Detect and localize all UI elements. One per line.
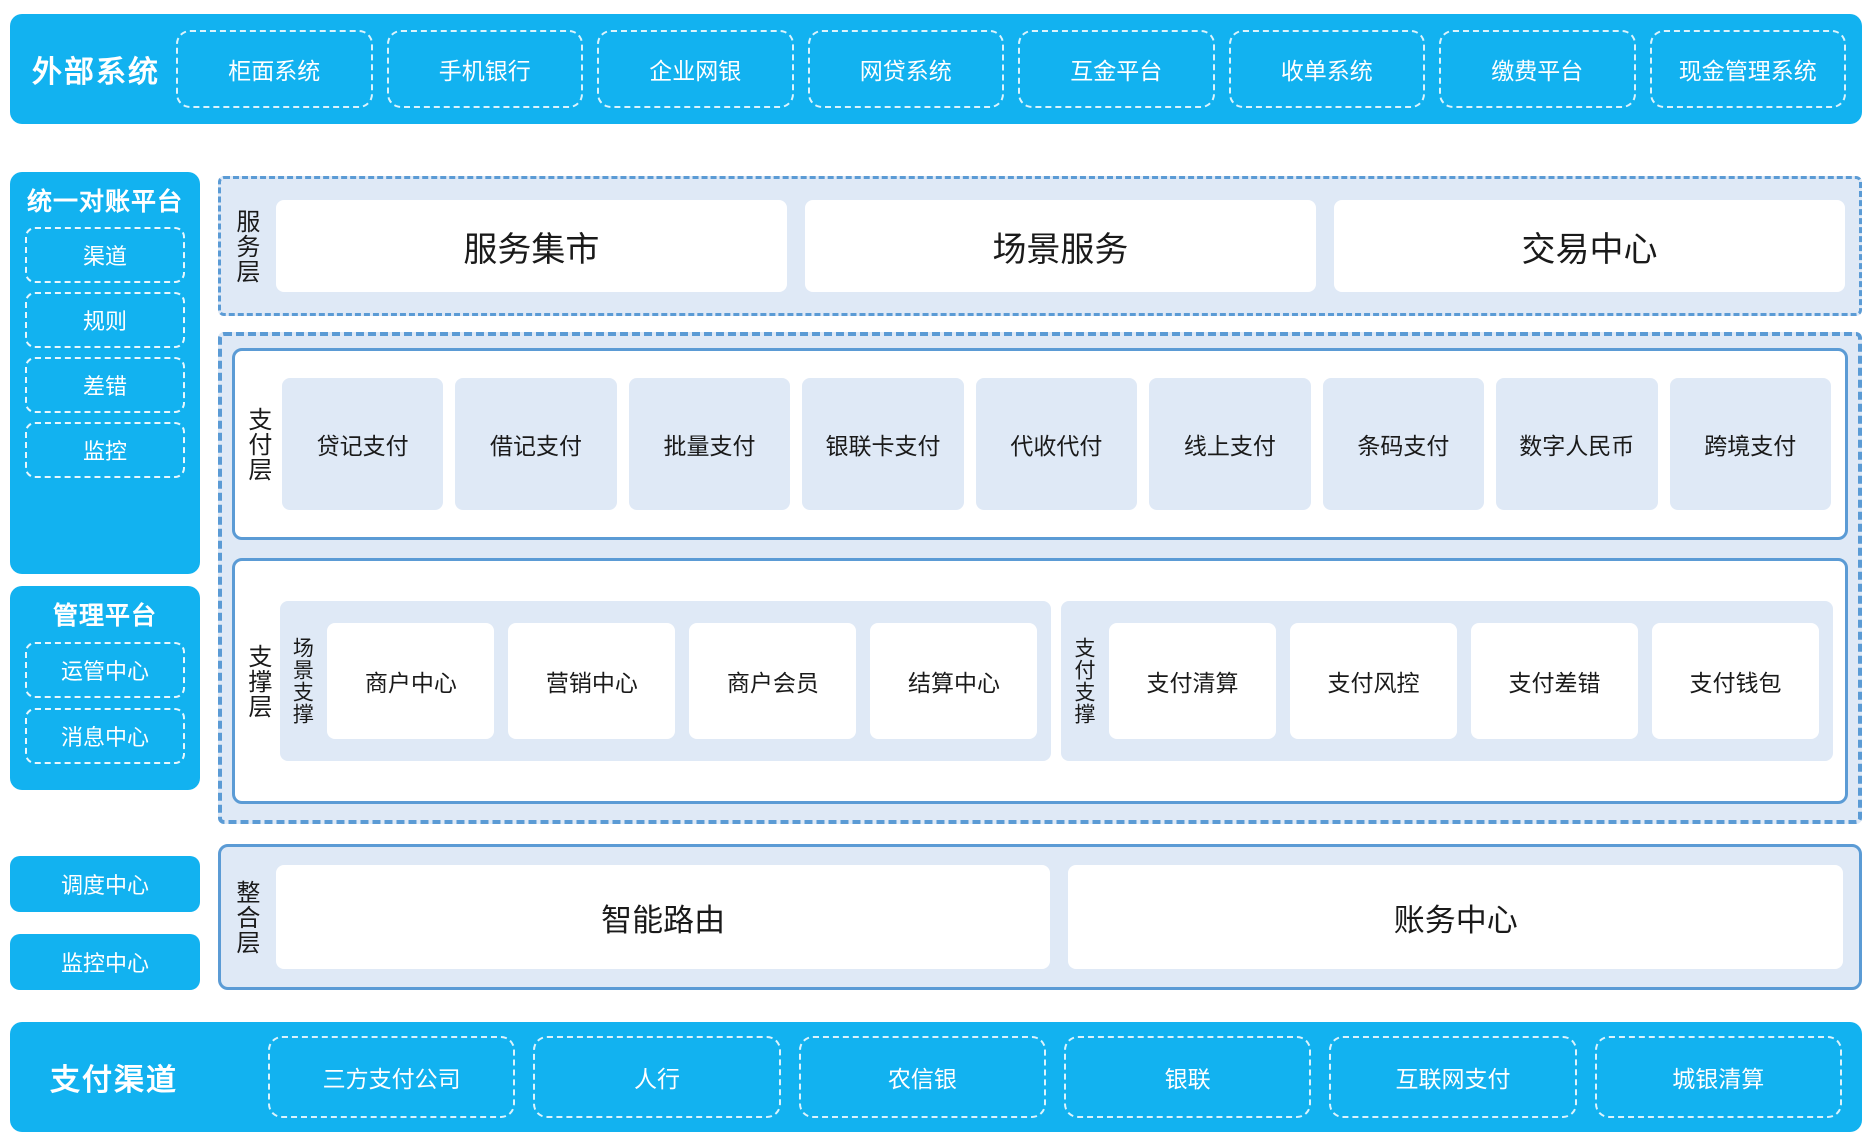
sidebar-item-channel[interactable]: 渠道 [25, 227, 185, 283]
service-layer-group: 服务层 服务集市 场景服务 交易中心 [218, 176, 1862, 316]
integration-layer-group: 整合层 智能路由 账务中心 [218, 844, 1862, 990]
external-system-chip-8[interactable]: 现金管理系统 [1649, 30, 1846, 108]
support-tile-payment-error[interactable]: 支付差错 [1470, 623, 1638, 739]
payment-channels-title: 支付渠道 [50, 1064, 178, 1097]
sidebar-item-dispatch-center[interactable]: 调度中心 [10, 856, 200, 912]
integration-layer-label: 整合层 [231, 879, 259, 955]
service-layer-card-scenario[interactable]: 场景服务 [804, 200, 1316, 292]
sidebar-item-message-center[interactable]: 消息中心 [25, 708, 185, 764]
support-tile-settlement-center[interactable]: 结算中心 [870, 623, 1038, 739]
integration-card-smart-routing[interactable]: 智能路由 [275, 865, 1051, 969]
external-system-chip-1[interactable]: 柜面系统 [176, 30, 373, 108]
sidebar-item-rules[interactable]: 规则 [25, 292, 185, 348]
payment-channel-chip-6[interactable]: 城银清算 [1594, 1036, 1842, 1118]
payment-layer-panel: 支付层 贷记支付 借记支付 批量支付 银联卡支付 代收代付 线上支付 条码支付 … [232, 348, 1848, 540]
payment-tile-online[interactable]: 线上支付 [1149, 378, 1311, 510]
reconciliation-platform-title: 统一对账平台 [26, 188, 183, 216]
support-layer-panel: 支撑层 场景支撑 商户中心 营销中心 商户会员 结算中心 支付支撑 支付清算 支… [232, 558, 1848, 804]
support-group-scenario: 场景支撑 商户中心 营销中心 商户会员 结算中心 [279, 601, 1052, 761]
support-group-payment: 支付支撑 支付清算 支付风控 支付差错 支付钱包 [1061, 601, 1833, 761]
payment-tile-debit[interactable]: 借记支付 [455, 378, 617, 510]
external-systems-bar: 外部系统 柜面系统 手机银行 企业网银 网贷系统 互金平台 收单系统 缴费平台 … [10, 14, 1862, 124]
external-system-chip-3[interactable]: 企业网银 [597, 30, 794, 108]
payment-tile-digital-rmb[interactable]: 数字人民币 [1496, 378, 1658, 510]
payment-tile-unionpay-card[interactable]: 银联卡支付 [802, 378, 964, 510]
support-group-scenario-label: 场景支撑 [290, 637, 314, 725]
sidebar-item-monitor[interactable]: 监控 [25, 422, 185, 478]
sidebar-item-errors[interactable]: 差错 [25, 357, 185, 413]
external-systems-title: 外部系统 [32, 56, 160, 89]
support-tile-merchant-member[interactable]: 商户会员 [689, 623, 857, 739]
payment-channel-chip-5[interactable]: 互联网支付 [1329, 1036, 1577, 1118]
sidebar-item-monitoring-center[interactable]: 监控中心 [10, 934, 200, 990]
external-system-chip-2[interactable]: 手机银行 [386, 30, 583, 108]
external-system-chip-4[interactable]: 网贷系统 [807, 30, 1004, 108]
reconciliation-platform-block: 统一对账平台 渠道 规则 差错 监控 [10, 172, 200, 574]
payment-channel-chip-3[interactable]: 农信银 [798, 1036, 1046, 1118]
support-tile-payment-riskcontrol[interactable]: 支付风控 [1289, 623, 1457, 739]
external-system-chip-5[interactable]: 互金平台 [1018, 30, 1215, 108]
integration-card-accounting-center[interactable]: 账务中心 [1068, 865, 1843, 969]
support-tile-payment-clearing[interactable]: 支付清算 [1108, 623, 1276, 739]
payment-tile-batch[interactable]: 批量支付 [628, 378, 791, 510]
payment-channels-bar: 支付渠道 三方支付公司 人行 农信银 银联 互联网支付 城银清算 [10, 1022, 1862, 1132]
support-group-payment-label: 支付支撑 [1071, 637, 1095, 725]
sidebar-item-operations-center[interactable]: 运管中心 [25, 642, 185, 698]
support-tile-payment-wallet[interactable]: 支付钱包 [1652, 623, 1820, 739]
payment-tile-credit[interactable]: 贷记支付 [281, 378, 444, 510]
management-platform-block: 管理平台 运管中心 消息中心 [10, 586, 200, 790]
payment-channel-chip-4[interactable]: 银联 [1063, 1036, 1312, 1118]
support-layer-label: 支撑层 [243, 643, 271, 719]
payment-layer-label: 支付层 [243, 406, 271, 482]
external-system-chip-6[interactable]: 收单系统 [1228, 30, 1425, 108]
payment-tile-barcode[interactable]: 条码支付 [1322, 378, 1485, 510]
management-platform-title: 管理平台 [52, 602, 157, 630]
service-layer-card-marketplace[interactable]: 服务集市 [275, 200, 787, 292]
support-tile-marketing-center[interactable]: 营销中心 [508, 623, 676, 739]
payment-tile-collection-payment[interactable]: 代收代付 [975, 378, 1138, 510]
service-layer-card-transaction[interactable]: 交易中心 [1333, 200, 1846, 292]
payment-channel-chip-1[interactable]: 三方支付公司 [268, 1036, 516, 1118]
external-system-chip-7[interactable]: 缴费平台 [1439, 30, 1636, 108]
support-tile-merchant-center[interactable]: 商户中心 [327, 623, 495, 739]
payment-channel-chip-2[interactable]: 人行 [533, 1036, 781, 1118]
payment-tile-cross-border[interactable]: 跨境支付 [1669, 378, 1831, 510]
service-layer-label: 服务层 [231, 208, 259, 284]
